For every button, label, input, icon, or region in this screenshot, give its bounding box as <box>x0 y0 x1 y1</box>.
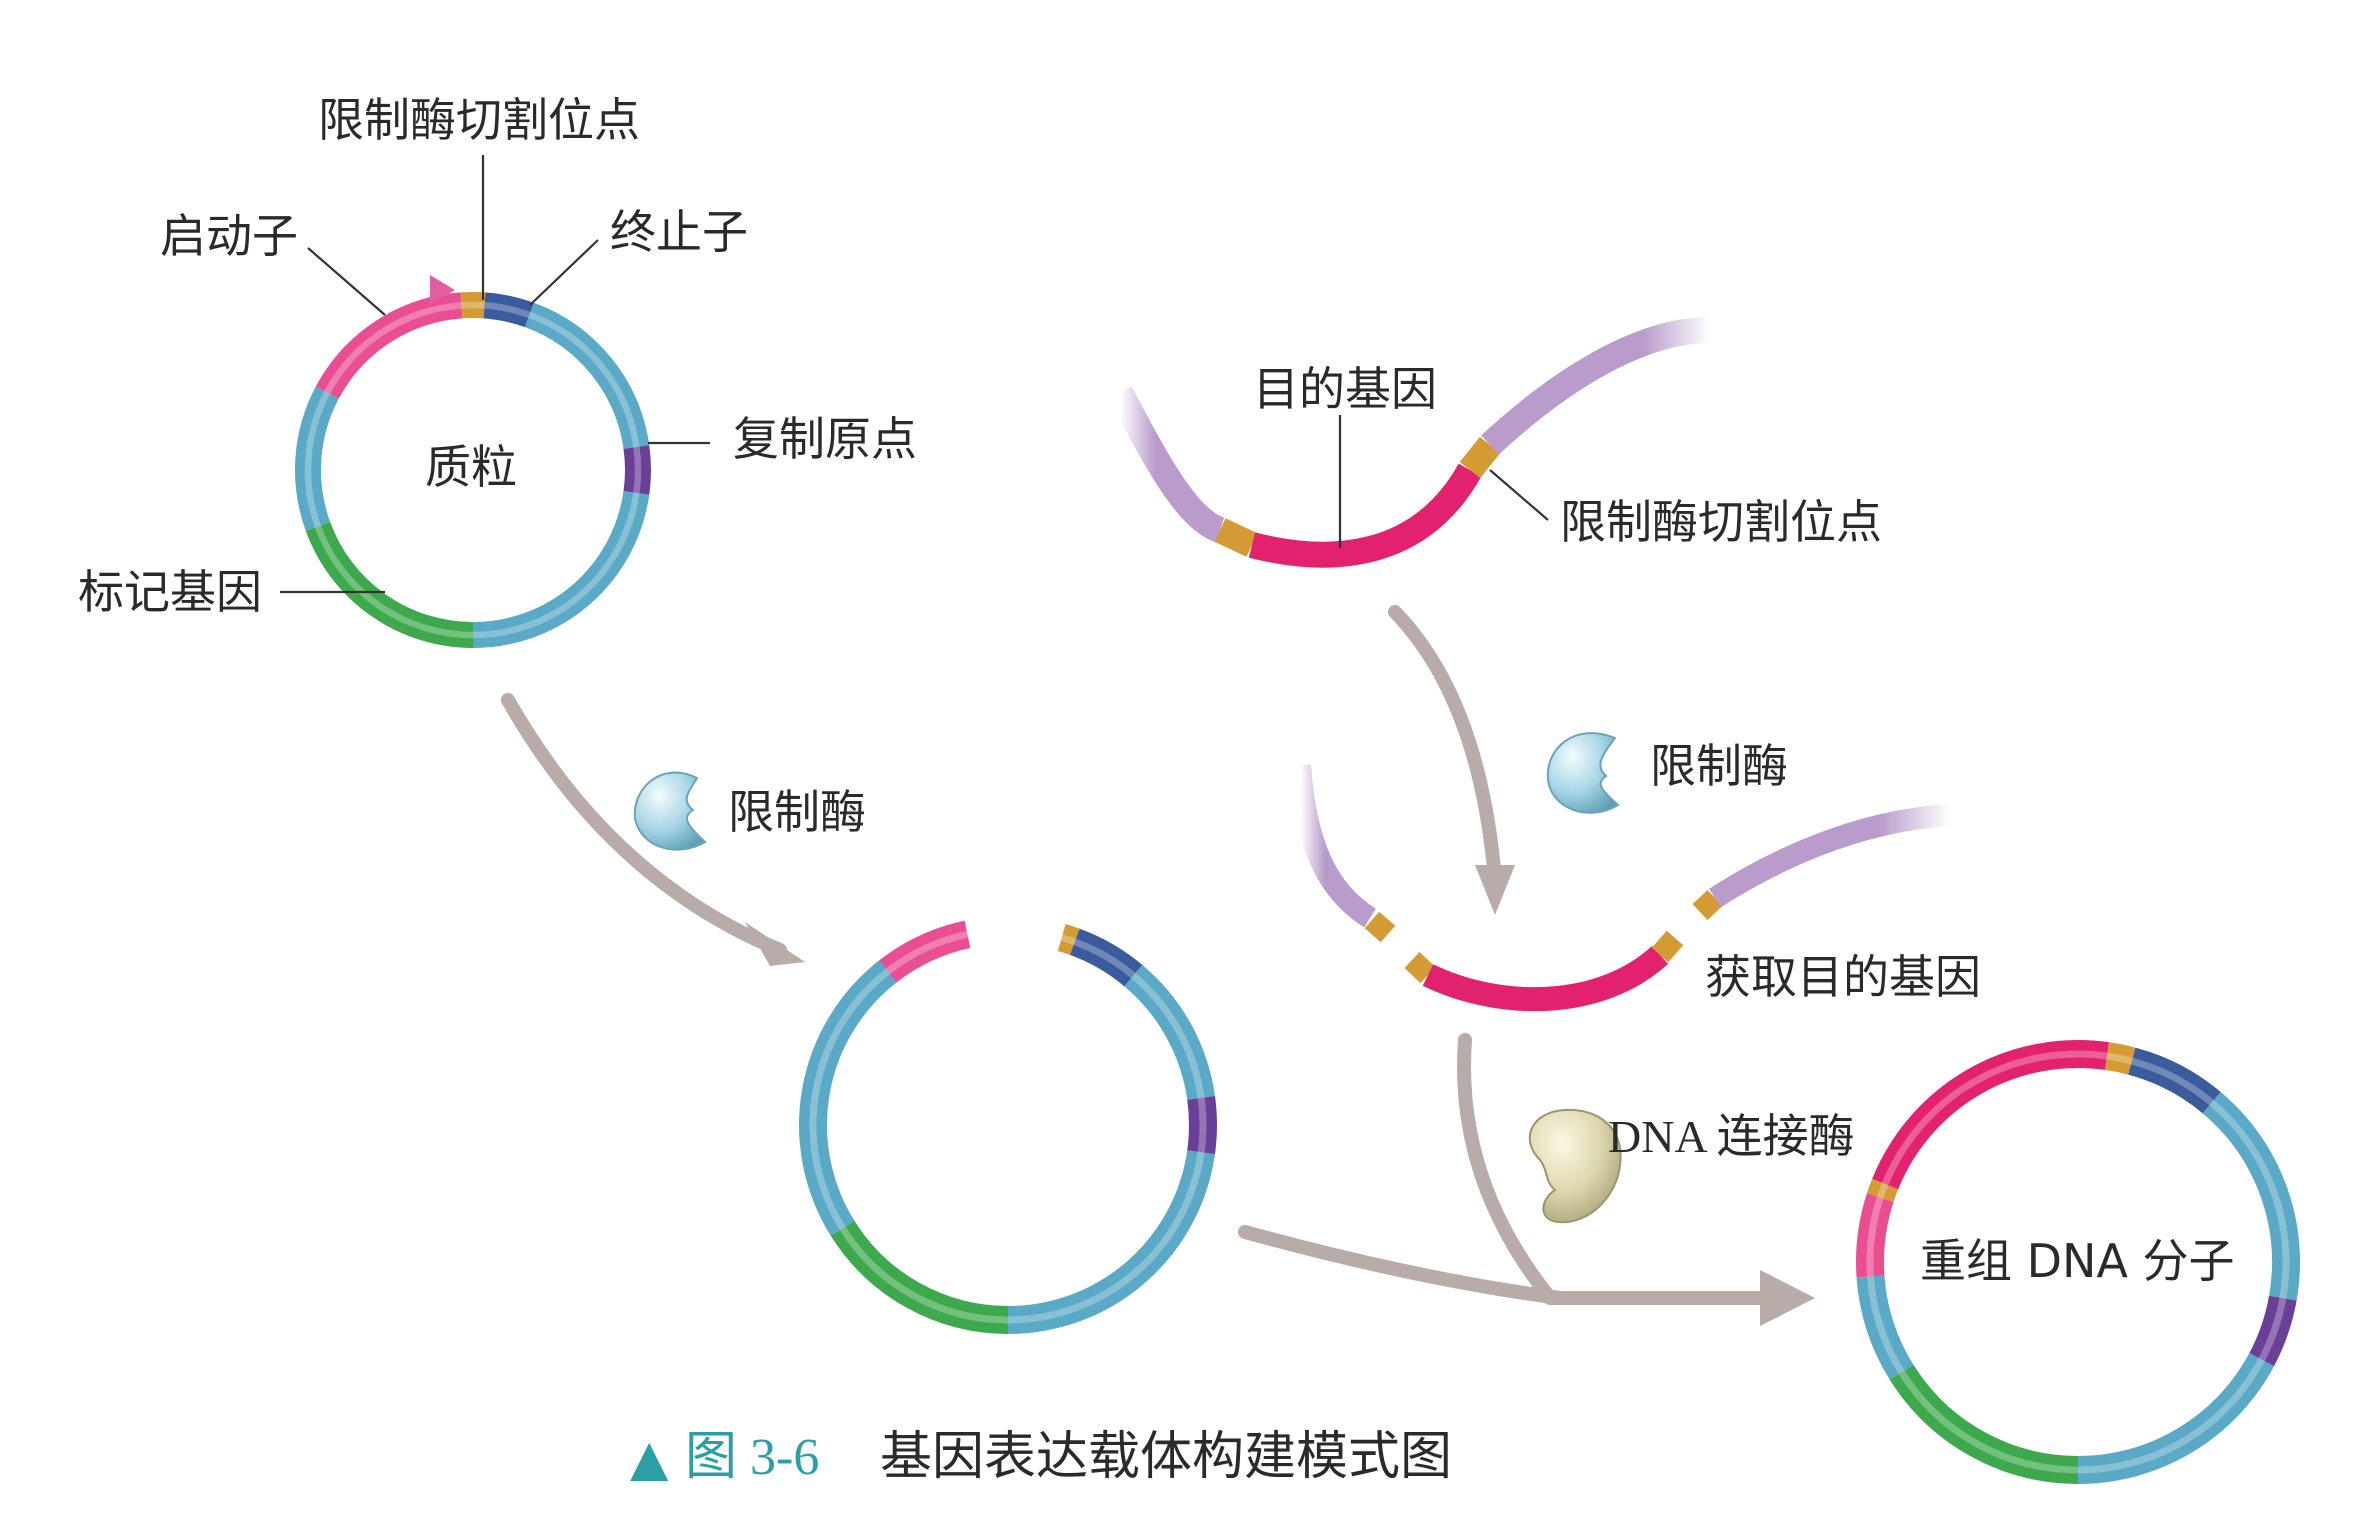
recombinant-label-text: 重组 DNA 分子 <box>1920 1234 2235 1288</box>
cut-plasmid-ring-segment-teal <box>1124 964 1215 1101</box>
recombinant-ring-segment-teal <box>2077 1352 2275 1484</box>
cut-plasmid-ring-segment-green <box>830 1220 1009 1334</box>
cut-plasmid-ring-segment-purple <box>1187 1095 1217 1155</box>
caption-marker: ▲ <box>630 1429 669 1487</box>
cut-plasmid-ring-highlight <box>1060 934 1076 946</box>
recombinant-ring-segment-pink <box>1856 1193 1894 1278</box>
cut-plasmid-ring-highlight <box>1007 1151 1205 1324</box>
plasmid-ring-highlight <box>528 311 640 448</box>
recombinant-ring-segment-navy <box>2127 1047 2221 1114</box>
caption-figure-number: 图 3-6 <box>685 1429 819 1486</box>
plasmid-ring-highlight <box>472 492 640 639</box>
recombinant-ring-highlight <box>1866 1196 1884 1277</box>
enzyme-right-label: 限制酶 <box>1650 739 1788 793</box>
recombinant-ring <box>1856 1040 2300 1484</box>
recombinant-ring-highlight <box>2077 1358 2265 1474</box>
recombinant-ring-highlight <box>2209 1099 2290 1299</box>
recombinant-ring-highlight <box>1876 1182 1889 1199</box>
restriction-enzyme-icon <box>633 771 707 851</box>
ligase-label: DNA 连接酶 <box>1608 1111 1855 1162</box>
dna-ligase-icon <box>1528 1108 1622 1224</box>
plasmid-ring-highlight <box>314 525 474 639</box>
obtained-gene-fragments <box>1289 764 1951 1012</box>
plasmid-ring-highlight <box>484 302 531 319</box>
plasmid-ring-segment-teal <box>295 386 339 531</box>
plasmid-ring-segment-navy <box>483 292 534 328</box>
recombinant-ring-segment-orange <box>1866 1178 1899 1203</box>
arrow-cut-plasmid-head <box>745 922 805 966</box>
cut-plasmid-ring-segment-orange <box>1057 924 1080 955</box>
recombinant-ring-highlight <box>2106 1052 2133 1065</box>
terminator-leader <box>529 239 599 306</box>
plasmid-ring-segment-pink <box>315 292 463 399</box>
plasmid-ring-highlight <box>304 391 331 528</box>
enzyme-left-label: 限制酶 <box>728 785 866 839</box>
cut-plasmid-ring-segment-teal <box>799 960 897 1236</box>
cut-plasmid-ring-highlight <box>1197 1097 1207 1153</box>
cut-plasmid-ring-segment-pink <box>879 920 971 983</box>
cut-plasmid-ring-segment-teal <box>1007 1150 1215 1334</box>
recombinant-ring-segment-magenta <box>1872 1040 2109 1190</box>
recombinant-ring-highlight <box>2130 1057 2214 1106</box>
marker-label: 标记基因 <box>78 565 262 619</box>
target-gene-strand <box>1108 317 1711 568</box>
cut-plasmid-ring-segment-navy <box>1069 928 1143 987</box>
obtain-gene-label: 获取目的基因 <box>1705 950 1981 1004</box>
cut-site-label: 限制酶切割位点 <box>318 93 640 147</box>
plasmid-ring <box>295 292 651 648</box>
cut-plasmid-ring-highlight <box>1073 938 1136 979</box>
ligase-label-text: DNA 连接酶 <box>1608 1111 1855 1162</box>
recombinant-ring-segment-purple <box>2249 1295 2297 1367</box>
recombinant-ring-highlight <box>2258 1297 2287 1362</box>
gene-cut-site-label: 限制酶切割位点 <box>1560 495 1882 549</box>
cut-plasmid-ring-highlight <box>1131 972 1205 1099</box>
plasmid-ring-highlight <box>324 302 462 395</box>
origin-label: 复制原点 <box>733 412 917 466</box>
target-gene-label: 目的基因 <box>1253 362 1437 416</box>
promoter-label: 启动子 <box>160 209 298 263</box>
recombinant-ring-segment-orange <box>2104 1042 2136 1075</box>
recombinant-ring-segment-teal <box>2202 1091 2300 1301</box>
plasmid-label: 质粒 <box>425 440 517 494</box>
recombinant-ring-segment-teal <box>1856 1275 1914 1380</box>
terminator-label: 终止子 <box>610 205 748 259</box>
arrow-merge-head <box>1760 1270 1815 1326</box>
plasmid-ring-segment-teal <box>524 302 650 450</box>
restriction-enzyme-icon-2 <box>1546 732 1620 814</box>
arrow-obtain-gene-head <box>1475 865 1515 915</box>
arrow-merge-gene <box>1457 1033 1557 1305</box>
plasmid-ring-segment-teal <box>472 490 650 648</box>
promoter-arrowhead <box>430 275 455 305</box>
plasmid-ring-segment-purple <box>623 445 651 495</box>
recombinant-ring-highlight <box>1881 1050 2108 1186</box>
gene-cut-site-leader <box>1489 469 1549 521</box>
plasmid-ring-segment-green <box>305 521 474 648</box>
arrow-merge-plasmid <box>1238 1225 1567 1305</box>
recombinant-ring-highlight <box>1867 1276 1905 1375</box>
plasmid-ring-highlight <box>633 446 642 494</box>
arrow-cut-plasmid <box>501 693 787 957</box>
recombinant-ring-highlight <box>1898 1370 2079 1474</box>
promoter-leader <box>307 247 386 316</box>
cut-plasmid-ring <box>799 920 1217 1334</box>
recombinant-label: 重组 DNA 分子 <box>1920 1234 2235 1288</box>
recombinant-ring-segment-green <box>1889 1364 2079 1484</box>
cut-plasmid-ring-highlight <box>809 968 891 1231</box>
cut-plasmid-ring-highlight <box>885 930 969 975</box>
arrow-obtain-gene <box>1388 605 1502 887</box>
caption-title: 基因表达载体构建模式图 <box>880 1427 1452 1487</box>
cut-plasmid-ring-highlight <box>839 1226 1009 1324</box>
